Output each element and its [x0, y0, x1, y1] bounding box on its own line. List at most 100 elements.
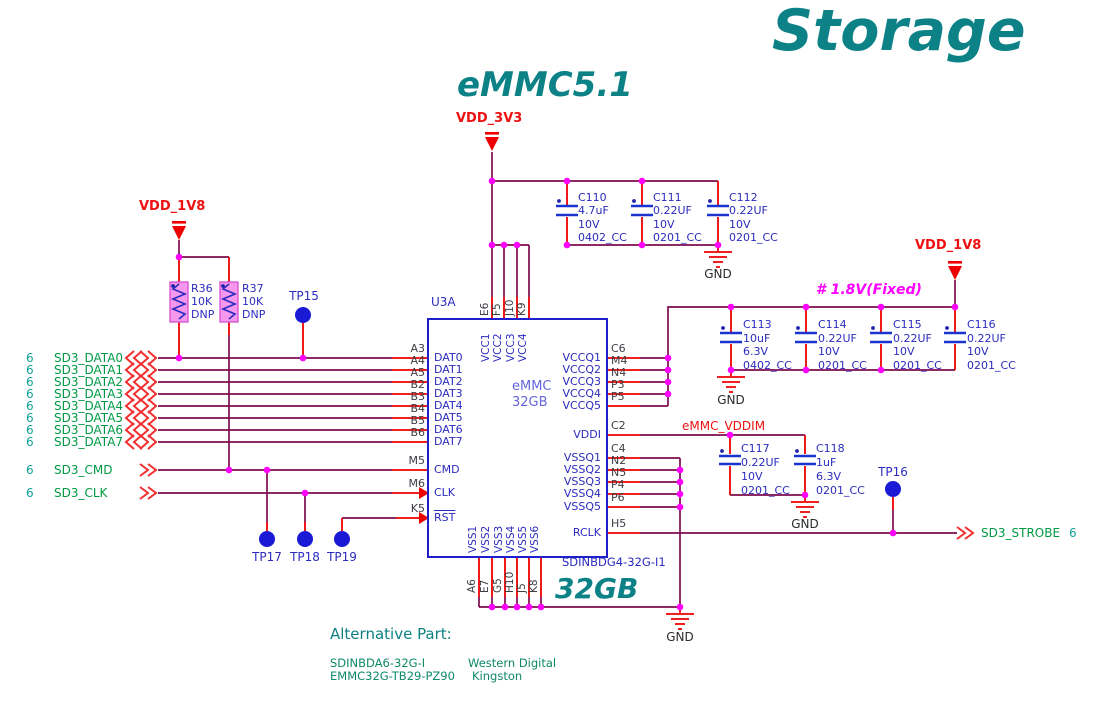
page-ref: 6: [26, 399, 34, 413]
ic-size-label: 32GB: [555, 572, 639, 605]
ic-body-u3a: [427, 318, 608, 558]
net-label-sd3-data6: SD3_DATA6: [54, 423, 124, 437]
cap-icon-c110: [556, 204, 578, 217]
testpoint-icon-tp17: [259, 531, 275, 547]
pin-number: N4: [611, 366, 627, 379]
ic-pin-name: VCC2: [492, 333, 504, 362]
ic-pin-name: DAT7: [434, 435, 463, 448]
power-symbols: [172, 132, 962, 524]
ic-pin-name: CMD: [434, 463, 460, 476]
junction-dots: [175, 177, 959, 611]
output-chevron-icon: [956, 526, 975, 540]
pin-number: J5: [516, 583, 528, 593]
pin-number: P5: [611, 390, 625, 403]
cap-value: 0.22UF: [967, 332, 1006, 345]
pin-number: A6: [466, 579, 478, 593]
page-ref: 6: [26, 351, 34, 365]
pin-number: B4: [410, 402, 425, 415]
ic-pin-name: VCCQ5: [562, 399, 601, 412]
vdd1v8-left-bar: [172, 221, 186, 224]
testpoint-icon-tp16: [885, 481, 901, 497]
ic-pin-name: VCCQ3: [562, 375, 601, 388]
page-ref: 6: [26, 486, 34, 500]
pin-number: K8: [528, 579, 540, 593]
pin-number: B5: [410, 414, 425, 427]
cap-footprint: 0201_CC: [818, 359, 867, 372]
pin-number: B2: [410, 378, 425, 391]
ic-center-label: 32GB: [512, 395, 548, 410]
cap-icon-c118: [794, 454, 816, 466]
cap-value: 0.22UF: [893, 332, 932, 345]
cap-ref: C117: [741, 442, 770, 455]
resistor-note: DNP: [191, 308, 215, 321]
capacitor-symbols: [556, 204, 966, 466]
pin-number: P3: [611, 378, 625, 391]
clk-input-arrow-icon: [419, 487, 429, 499]
vdd1v8-left-arrow-icon: [172, 226, 186, 240]
pin-number: E7: [479, 579, 491, 593]
ic-pin-name: VSSQ2: [563, 463, 601, 476]
page-ref: 6: [26, 423, 34, 437]
page-ref: 6: [26, 375, 34, 389]
resistor-ref: R36: [191, 282, 213, 295]
cap-footprint: 0201_CC: [653, 231, 702, 244]
bidir-chevron-icon: [124, 410, 158, 426]
pin-number: A3: [410, 342, 425, 355]
pin-stubs: [178, 181, 956, 613]
cap-value: 10uF: [743, 332, 771, 345]
cap-ref: C118: [816, 442, 845, 455]
testpoint-label-tp19: TP19: [327, 550, 357, 564]
pin-number: K9: [516, 302, 528, 316]
resistor-ref: R37: [242, 282, 264, 295]
cap-icon-c117: [719, 454, 741, 466]
pin-number: P6: [611, 491, 625, 504]
bidir-chevron-icon: [124, 374, 158, 390]
ic-pin-name: VCC1: [480, 333, 492, 362]
vdd3v3-bar: [485, 132, 499, 135]
pin-number: G5: [492, 578, 504, 593]
ic-center-label: eMMC: [512, 379, 552, 394]
ic-pin-name: VCC3: [505, 333, 517, 362]
testpoint-label-tp18: TP18: [290, 550, 320, 564]
vdd1v8-right-bar: [948, 261, 962, 264]
net-label-sd3-strobe: SD3_STROBE: [981, 526, 1061, 540]
resistor-zigzag-icon: [170, 283, 188, 320]
page-ref: 6: [26, 363, 34, 377]
ic-refdes: U3A: [431, 295, 456, 309]
ic-pin-name: CLK: [434, 486, 456, 499]
cap-ref: C116: [967, 318, 996, 331]
ic-pin-name: DAT2: [434, 375, 463, 388]
cap-voltage: 10V: [578, 218, 600, 231]
section-title: eMMC5.1: [457, 65, 633, 105]
testpoint-circles: [259, 307, 901, 547]
pin-number: A4: [410, 354, 425, 367]
ic-pin-name: VCCQ2: [562, 363, 601, 376]
ic-pin-name: VSS1: [467, 525, 479, 553]
net-label-sd3-data1: SD3_DATA1: [54, 363, 124, 377]
cap-voltage: 10V: [967, 345, 989, 358]
cap-voltage: 6.3V: [816, 470, 842, 483]
page-ref: 6: [26, 463, 34, 477]
bidir-chevron-icon: [124, 398, 158, 414]
page-ref: 6: [26, 387, 34, 401]
ic-pin-name: DAT6: [434, 423, 463, 436]
net-label-sd3-data3: SD3_DATA3: [54, 387, 124, 401]
cap-icon-c112: [707, 204, 729, 217]
gnd-icon: [704, 251, 732, 268]
alt-part-vendor: Western Digital: [468, 656, 557, 670]
cap-ref: C112: [729, 191, 758, 204]
cap-footprint: 0201_CC: [729, 231, 778, 244]
net-label-sd3-cmd: SD3_CMD: [54, 463, 113, 477]
cap-ref: C110: [578, 191, 607, 204]
cap-footprint: 0402_CC: [743, 359, 792, 372]
ic-pin-name: DAT3: [434, 387, 463, 400]
alt-part-number: SDINBDA6-32G-I: [330, 656, 426, 670]
pin-number: C2: [611, 419, 626, 432]
ic-pin-name: VSS5: [517, 525, 529, 553]
gnd-label: GND: [791, 517, 819, 531]
cap-ref: C111: [653, 191, 682, 204]
cap-footprint: 0402_CC: [578, 231, 627, 244]
alt-part-number: EMMC32G-TB29-PZ90: [330, 669, 455, 683]
net-label-sd3-data2: SD3_DATA2: [54, 375, 124, 389]
page-ref: 6: [26, 435, 34, 449]
